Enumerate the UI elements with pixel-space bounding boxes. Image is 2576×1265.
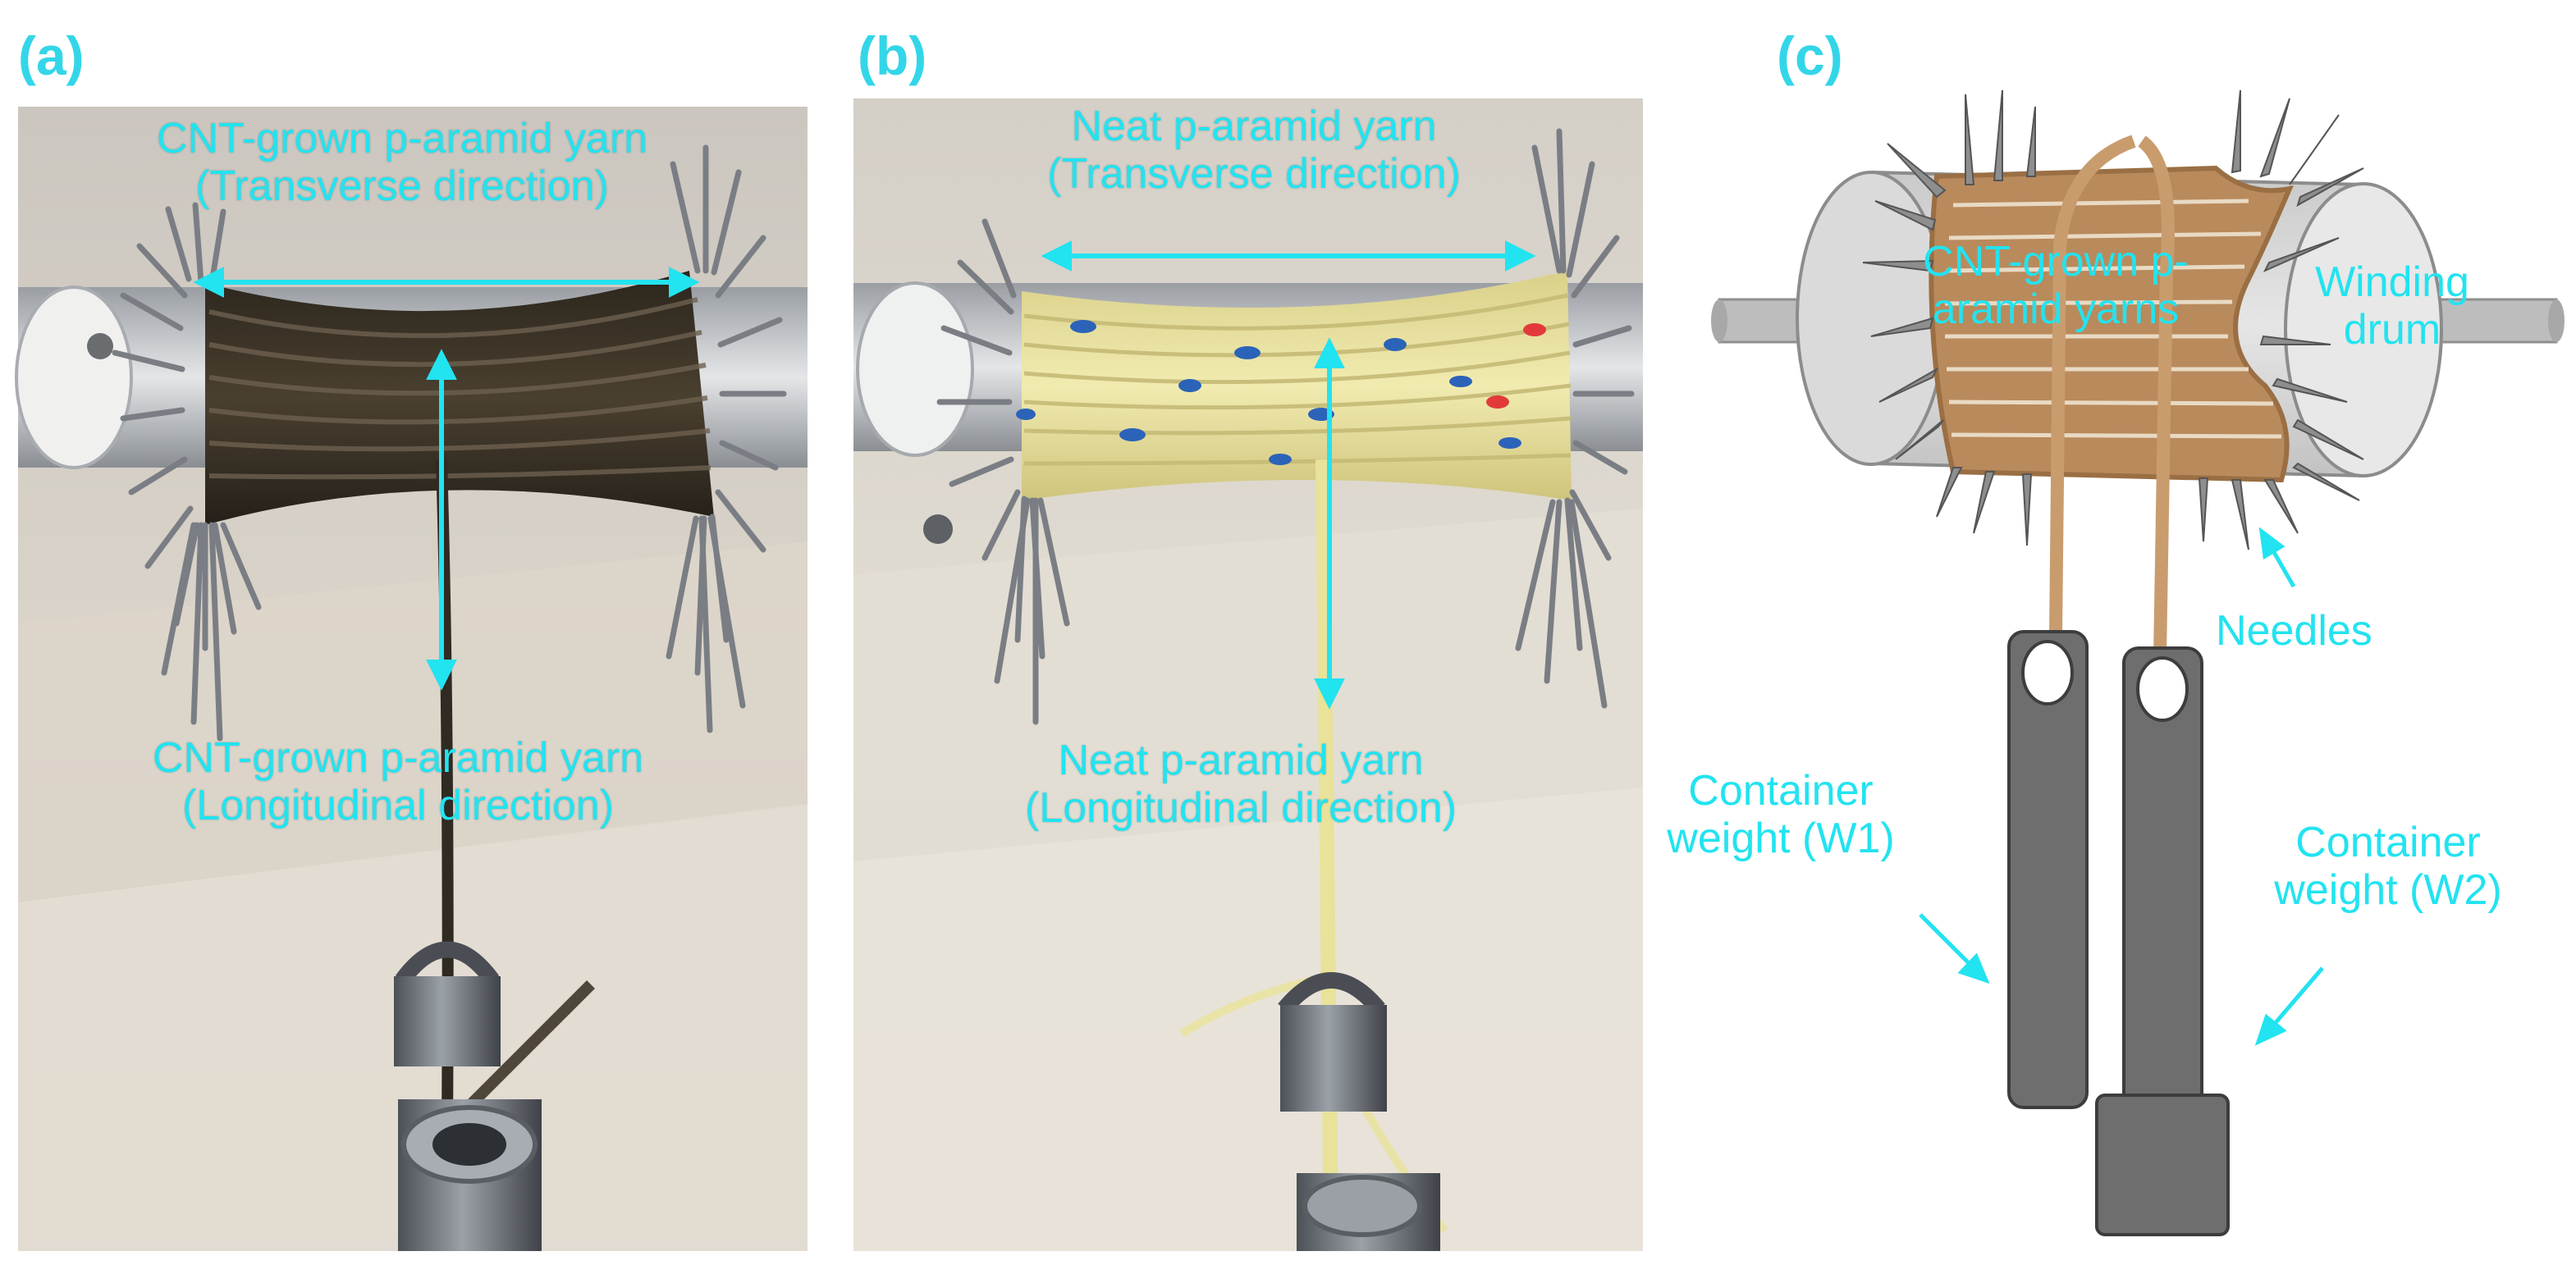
panel-c-w1-line1: Container: [1688, 767, 1874, 815]
panel-c-yarns-line1: CNT-grown p-: [1923, 238, 2189, 285]
panel-label-c: (c): [1777, 25, 1843, 86]
panel-c-schematic: [1711, 89, 2565, 1236]
panel-a-longitudinal-label: CNT-grown p-aramid yarn (Longitudinal di…: [153, 734, 643, 829]
panel-b-transverse-label: Neat p-aramid yarn (Transverse direction…: [1047, 103, 1461, 198]
panel-label-b: (b): [858, 25, 927, 86]
panel-b-photo: [853, 98, 1643, 1252]
panel-a-transverse-line1: CNT-grown p-aramid yarn: [156, 115, 648, 162]
panel-c-w2-line2: weight (W2): [2274, 866, 2502, 915]
panel-c-w1-label: Container weight (W1): [1667, 767, 1894, 862]
panel-label-a: (a): [18, 25, 85, 86]
panel-c-drum-label: Winding drum: [2315, 258, 2469, 354]
panel-c-drum-line2: drum: [2343, 306, 2441, 354]
panel-a-longitudinal-line1: CNT-grown p-aramid yarn: [152, 734, 644, 782]
panel-a-longitudinal-line2: (Longitudinal direction): [181, 782, 615, 830]
panel-a-photo: [15, 107, 808, 1251]
panel-b-longitudinal-line1: Neat p-aramid yarn: [1058, 737, 1424, 784]
panel-a-transverse-label: CNT-grown p-aramid yarn (Transverse dire…: [157, 115, 647, 210]
panel-c-needles-label: Needles: [2216, 607, 2372, 655]
panel-b-longitudinal-label: Neat p-aramid yarn (Longitudinal directi…: [1025, 737, 1457, 832]
panel-b-transverse-line2: (Transverse direction): [1047, 150, 1461, 199]
panel-c-yarns-label: CNT-grown p- aramid yarns: [1923, 238, 2189, 333]
panel-b-transverse-line1: Neat p-aramid yarn: [1071, 103, 1437, 150]
panel-c-yarns-line2: aramid yarns: [1932, 285, 2180, 334]
panel-c-w2-label: Container weight (W2): [2274, 819, 2501, 914]
panel-a-transverse-line2: (Transverse direction): [195, 162, 609, 211]
panel-c-drum-line1: Winding: [2315, 258, 2469, 306]
panel-b-longitudinal-line2: (Longitudinal direction): [1024, 784, 1457, 833]
panel-c-w1-line2: weight (W1): [1667, 815, 1895, 863]
panel-c-w2-line1: Container: [2295, 819, 2481, 866]
